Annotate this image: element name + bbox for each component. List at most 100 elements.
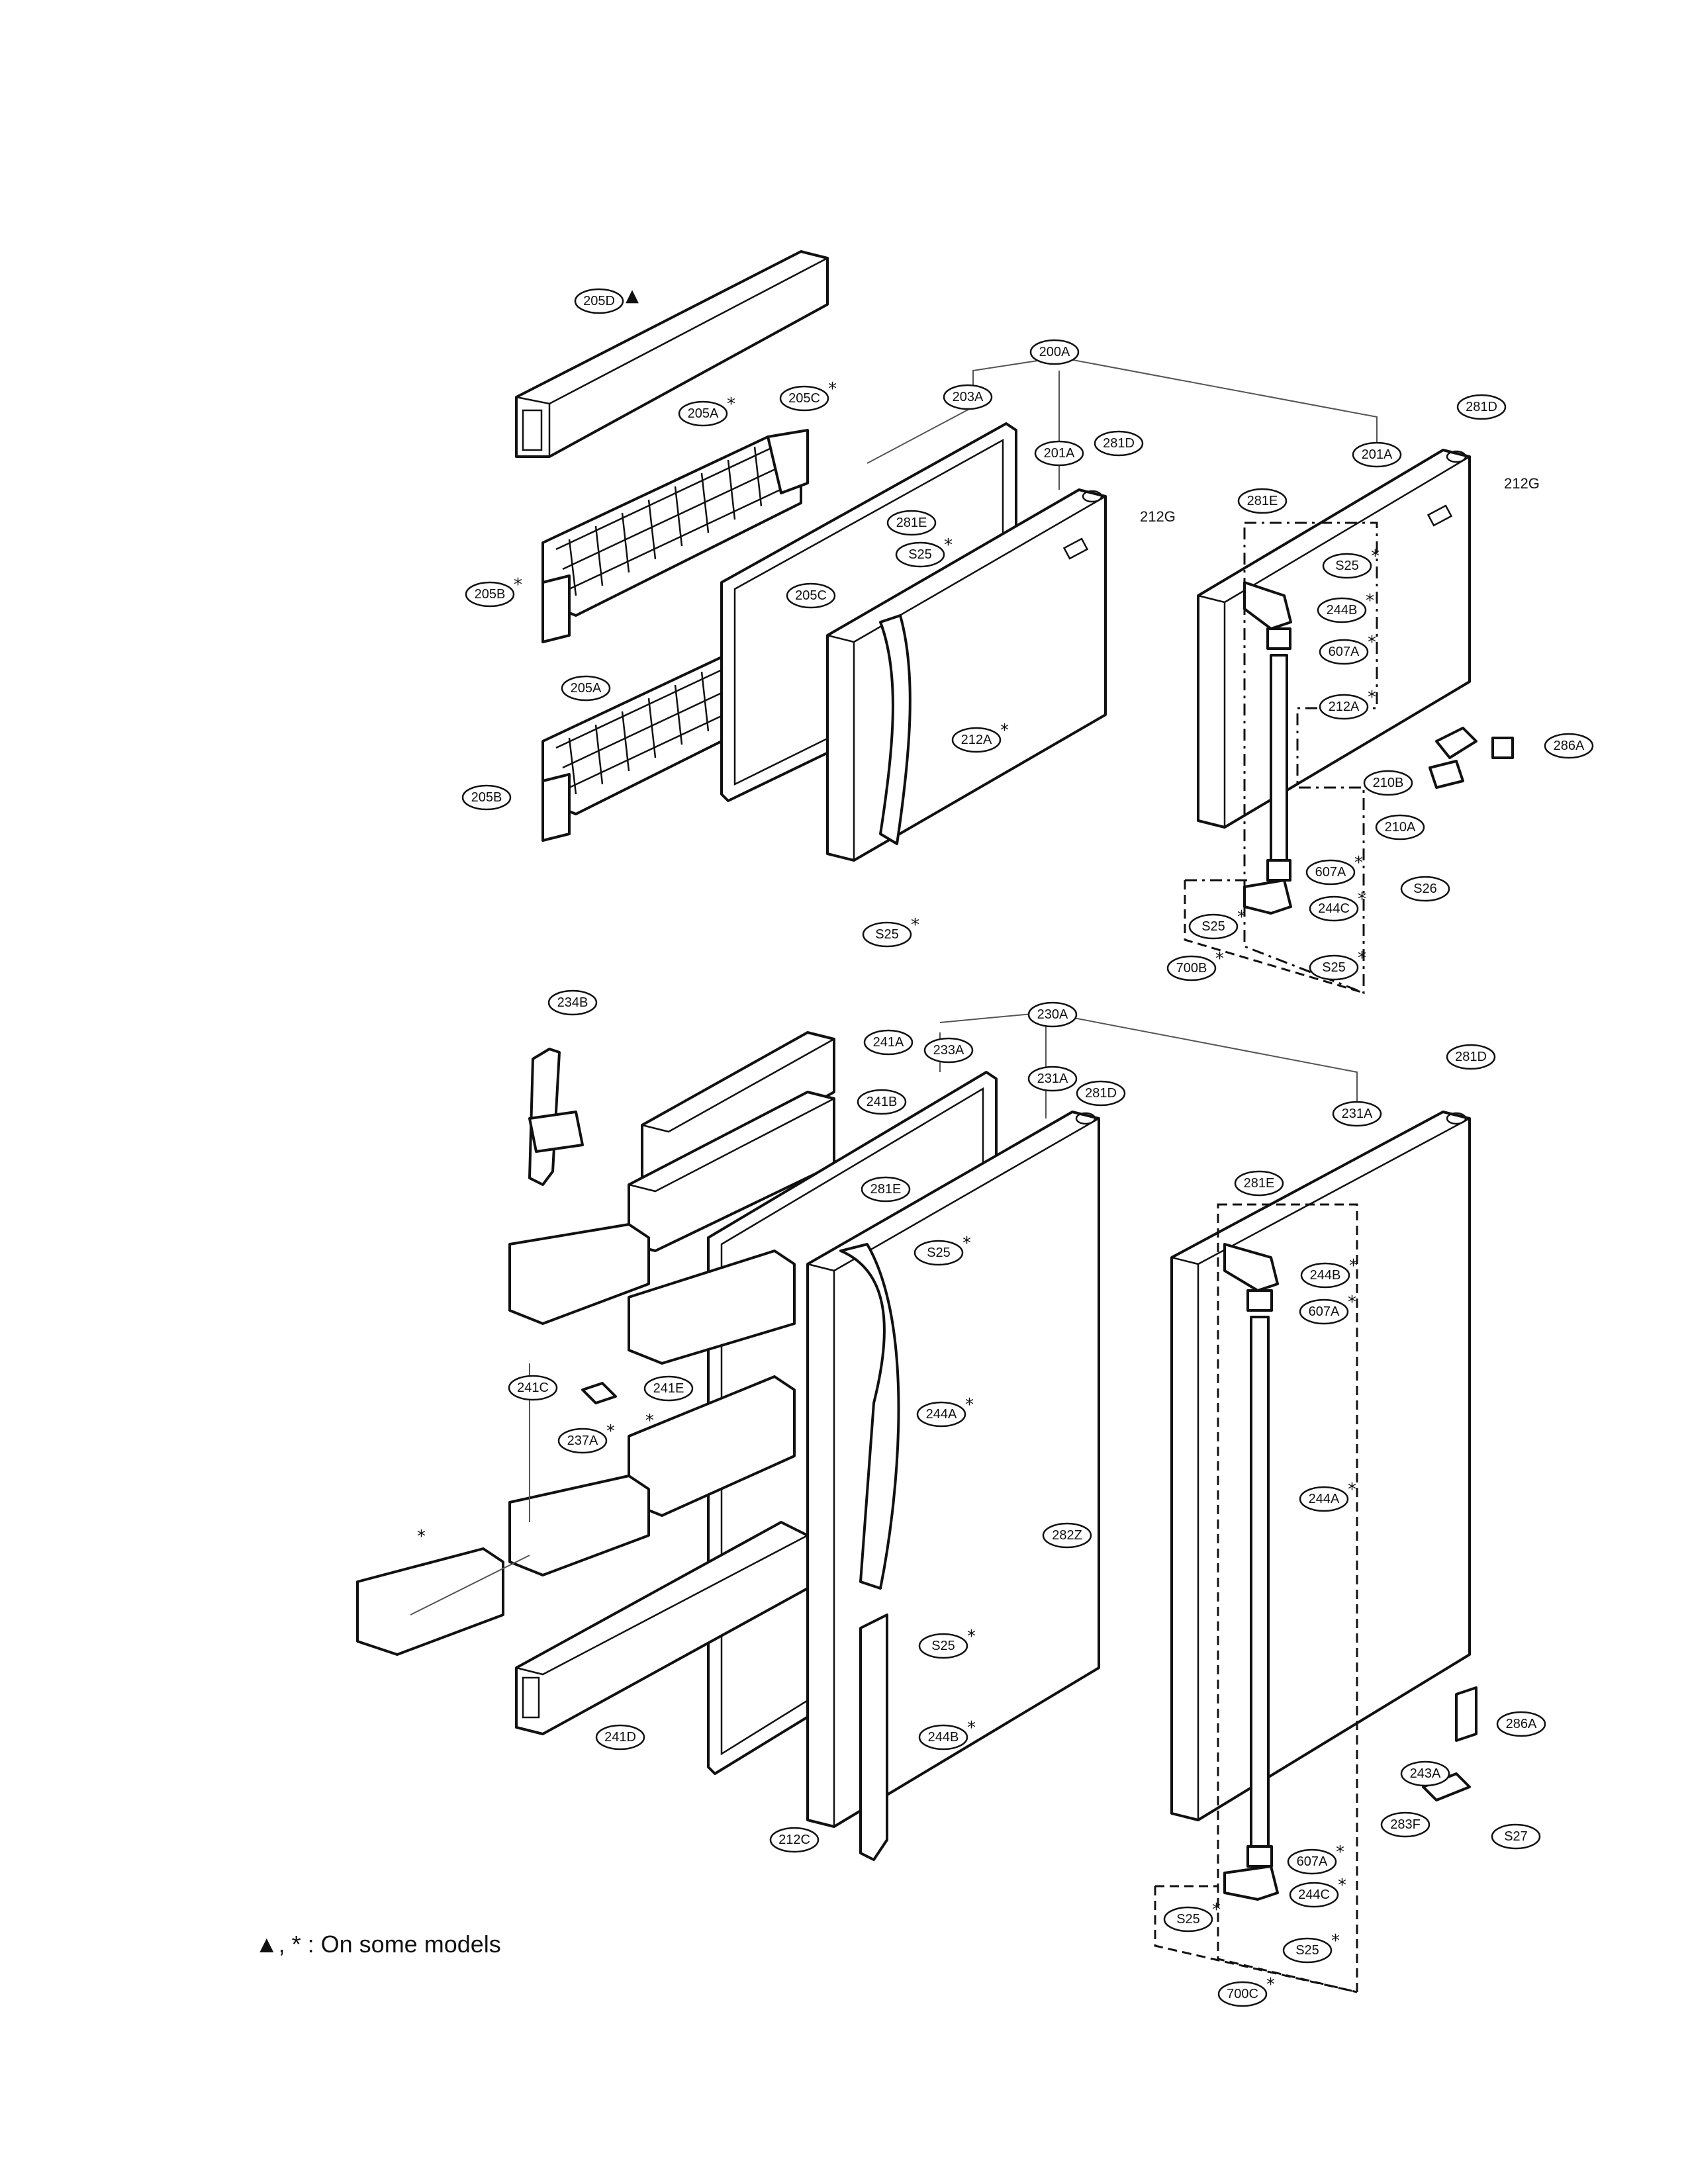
label-text: 200A [1039, 345, 1070, 359]
asterisk-marker: * [1348, 1293, 1356, 1312]
asterisk-marker: * [1354, 853, 1363, 873]
label-text: S25 [875, 927, 899, 942]
label-oval [1322, 553, 1372, 579]
label-text: 244A [926, 1407, 957, 1422]
label-oval [1309, 895, 1359, 922]
asterisk-marker: * [1331, 1931, 1340, 1951]
asterisk-marker: * [967, 1627, 976, 1647]
label-text: 231A [1037, 1071, 1068, 1086]
label-oval [561, 675, 611, 702]
label-text: 281E [1247, 494, 1278, 508]
label-oval [1163, 1906, 1213, 1933]
label-oval [1237, 488, 1288, 514]
label-text: 281D [1103, 436, 1135, 451]
label-text: 700B [1176, 961, 1207, 976]
asterisk-marker: * [962, 1234, 971, 1253]
hinge-assembly-lower [1154, 1203, 1477, 1993]
label-text: 205C [788, 391, 820, 406]
label-oval [786, 582, 836, 609]
label-text: 281E [870, 1182, 902, 1197]
label-text: 281E [896, 516, 927, 530]
label-text: 281E [1244, 1176, 1275, 1191]
label-237a: 237A* [557, 1422, 615, 1454]
label-text: 241D [604, 1730, 636, 1745]
label-text: 241A [873, 1035, 904, 1050]
label-210b: 210B [1363, 770, 1413, 796]
label-text: 282Z [1052, 1528, 1082, 1543]
label-text: 230A [1037, 1007, 1068, 1022]
label-oval [595, 1724, 645, 1751]
label-212a-2: 212A* [1319, 688, 1376, 720]
label-oval [1400, 876, 1450, 902]
asterisk-marker: * [1348, 1480, 1356, 1500]
label-oval [1188, 913, 1239, 940]
label-281e-1: 281E [886, 510, 937, 536]
label-text: 231A [1342, 1107, 1373, 1121]
label-oval [1027, 1001, 1078, 1028]
label-212g-1: 212G [1140, 508, 1176, 525]
label-oval [1363, 770, 1413, 796]
label-244a-2: 244A * [1299, 1480, 1356, 1512]
label-text: S25 [1176, 1912, 1200, 1927]
door-bin-front [356, 1547, 504, 1656]
asterisk-marker: * [1371, 547, 1380, 567]
asterisk-marker: * [1000, 721, 1009, 741]
label-text: S25 [927, 1246, 951, 1260]
label-oval [1491, 1823, 1541, 1850]
label-oval [862, 921, 912, 948]
asterisk-marker: * [1368, 688, 1376, 707]
asterisk-marker: * [1338, 1876, 1346, 1895]
door-bin-237A [508, 1475, 650, 1576]
label-text: S26 [1413, 882, 1437, 896]
label-oval [1042, 1522, 1092, 1549]
label-oval [943, 384, 993, 410]
label-text: 243A [1410, 1766, 1441, 1781]
asterisk-marker: * [828, 379, 837, 399]
label-241d: 241D [595, 1724, 645, 1751]
label-text: 203A [953, 390, 984, 404]
label-text: 201A [1044, 446, 1075, 461]
label-212g-2: 212G [1504, 475, 1540, 492]
label-oval [1299, 1486, 1349, 1512]
label-text: 205D [583, 294, 615, 308]
triangle-marker-205D: ▲ [626, 286, 639, 306]
asterisk-marker: * [1237, 907, 1246, 927]
label-201a-2: 201A [1352, 441, 1402, 468]
label-oval [1027, 1066, 1078, 1092]
label-oval [508, 1375, 558, 1401]
label-text: 244A [1309, 1492, 1340, 1506]
asterisk-marker: * [1215, 949, 1224, 969]
label-607a-3: 607A* [1299, 1293, 1356, 1325]
label-text: 205A [688, 406, 719, 421]
door-bin-left-top [508, 1223, 650, 1325]
label-212c: 212C [769, 1827, 820, 1853]
label-oval [916, 1401, 966, 1428]
label-text: 244C [1318, 901, 1350, 916]
label-200a: 200A [1029, 339, 1080, 365]
label-230a: 230A [1027, 1001, 1078, 1028]
label-607a-1: 607A* [1319, 633, 1376, 665]
label-234b: 234B [547, 989, 598, 1016]
label-oval [923, 1037, 974, 1064]
label-oval [1034, 440, 1084, 467]
label-oval [779, 385, 829, 412]
asterisk-marker: * [645, 1411, 654, 1431]
label-oval [769, 1827, 820, 1853]
label-text: 283F [1390, 1817, 1421, 1832]
asterisk-marker: * [1366, 591, 1374, 611]
label-oval [1544, 733, 1594, 759]
label-281e-3: 281E [861, 1176, 911, 1203]
label-text: 233A [933, 1043, 964, 1058]
label-oval [1094, 430, 1144, 457]
label-oval [1400, 1760, 1450, 1787]
label-s25-7: S25* [918, 1627, 976, 1659]
label-241c: 241C [508, 1375, 558, 1401]
label-283f: 283F [1380, 1811, 1430, 1838]
label-oval [1309, 954, 1359, 981]
label-s25-2: S25* [1322, 547, 1380, 579]
asterisk-marker: * [967, 1718, 976, 1738]
label-281d-1: 281D [1094, 430, 1144, 457]
label-241e: 241E [643, 1375, 694, 1402]
label-233a: 233A [923, 1037, 974, 1064]
